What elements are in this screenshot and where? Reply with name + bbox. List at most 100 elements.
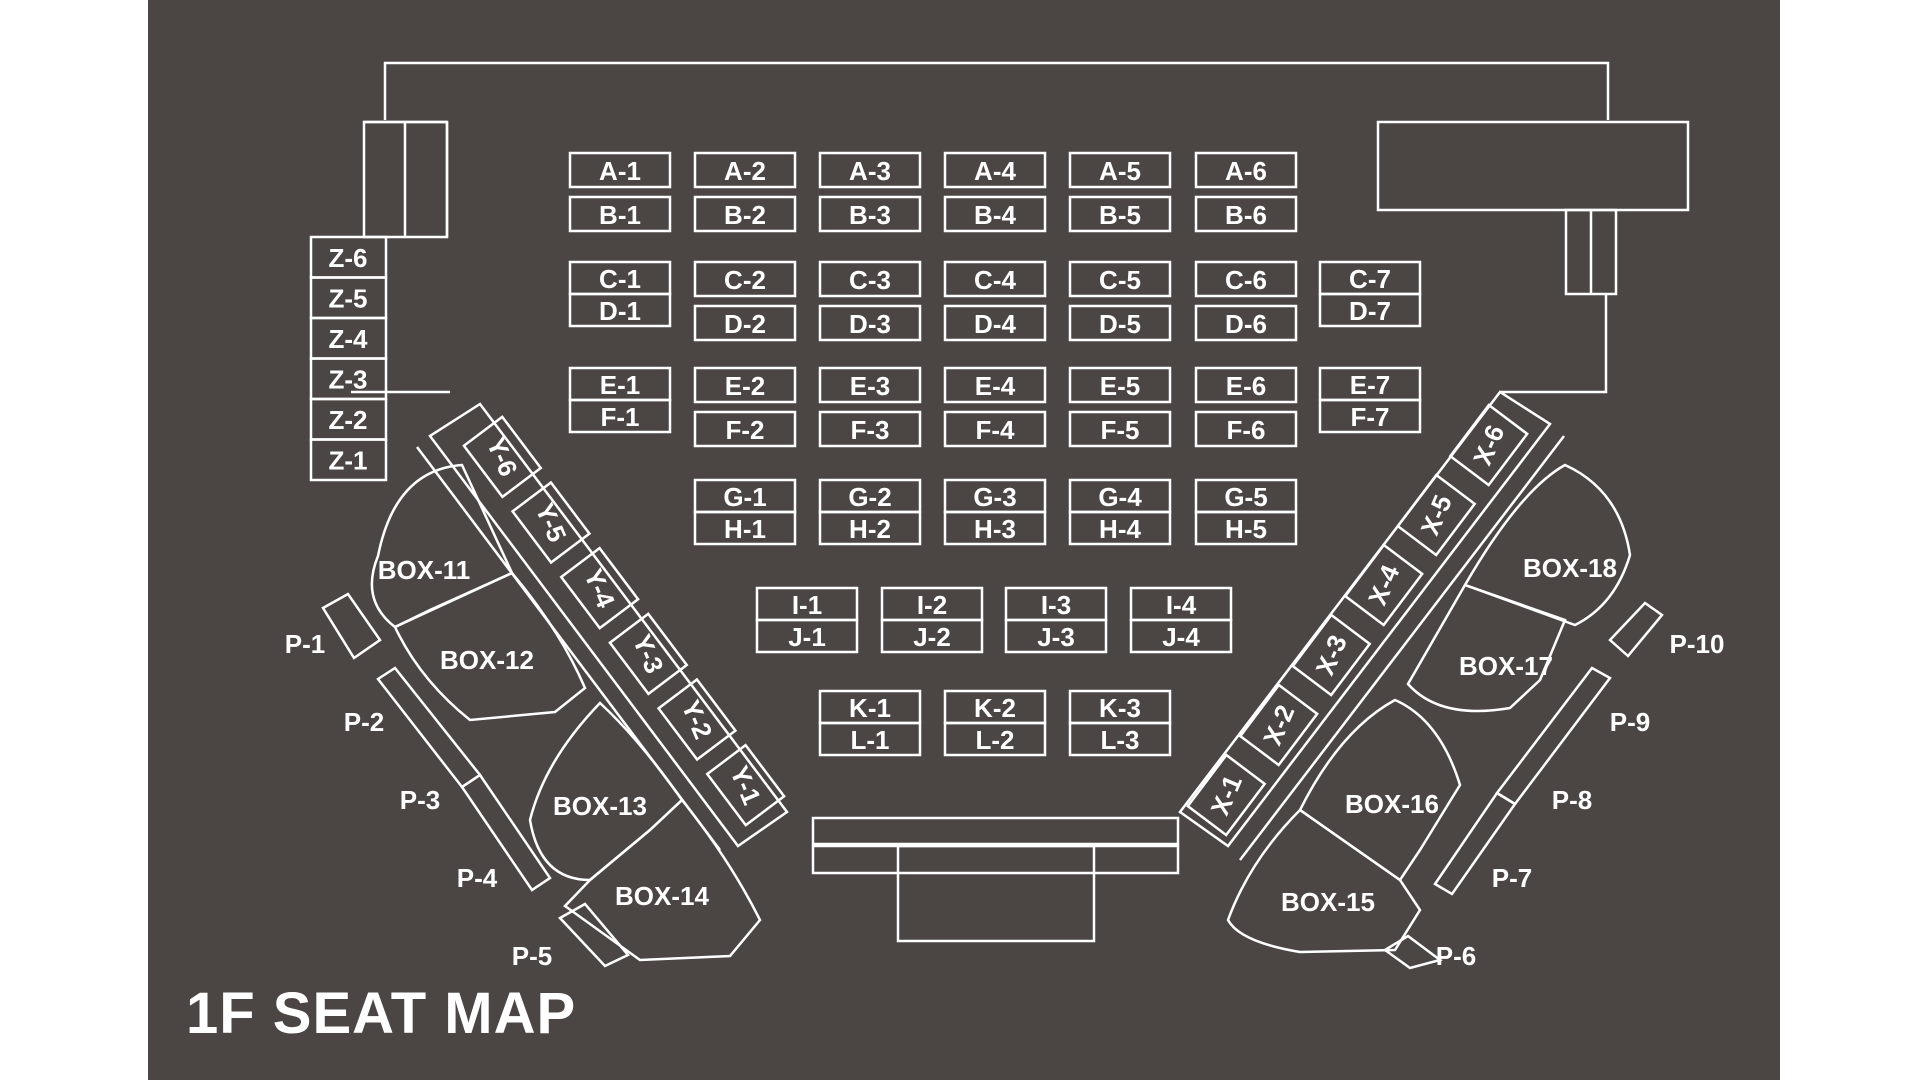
box-box-12-label[interactable]: BOX-12	[440, 645, 534, 675]
seat-c-2[interactable]: C-2	[724, 265, 766, 295]
seat-i-2[interactable]: I-2	[917, 590, 947, 620]
seat-block-c-6-d-6[interactable]: C-6D-6	[1194, 260, 1298, 342]
seat-f-5[interactable]: F-5	[1101, 415, 1140, 445]
seat-x-2-label[interactable]: X-2	[1257, 701, 1300, 750]
seat-p-1[interactable]: P-1	[285, 592, 382, 660]
seat-f-4[interactable]: F-4	[976, 415, 1016, 445]
seat-h-2[interactable]: H-2	[849, 514, 891, 544]
seat-p-6-label[interactable]: P-6	[1436, 941, 1476, 971]
seat-p-4[interactable]: P-4	[457, 863, 498, 893]
seat-block-a-3-b-3[interactable]: A-3B-3	[818, 151, 922, 233]
seat-c-3[interactable]: C-3	[849, 265, 891, 295]
box-box-11-label[interactable]: BOX-11	[378, 555, 471, 585]
box-box-18-label[interactable]: BOX-18	[1523, 553, 1617, 583]
seat-b-3[interactable]: B-3	[849, 200, 891, 230]
seat-p-10-label[interactable]: P-10	[1670, 629, 1725, 659]
seat-p-5-label[interactable]: P-5	[512, 941, 552, 971]
seat-z-1-label[interactable]: Z-1	[329, 446, 368, 476]
seat-z-6[interactable]: Z-6	[309, 235, 388, 279]
seat-p-8-label[interactable]: P-8	[1552, 785, 1592, 815]
seat-y-2-label[interactable]: Y-2	[676, 696, 719, 744]
seat-z-4[interactable]: Z-4	[309, 316, 388, 360]
seat-i-1[interactable]: I-1	[792, 590, 822, 620]
seat-e-6[interactable]: E-6	[1226, 371, 1266, 401]
seat-g-3[interactable]: G-3	[973, 482, 1016, 512]
seat-block-e-1-f-1[interactable]: E-1F-1	[568, 366, 672, 434]
seat-p-3[interactable]: P-3	[400, 773, 552, 892]
seat-l-1[interactable]: L-1	[851, 725, 890, 755]
box-area-box-13[interactable]: BOX-13	[528, 701, 684, 882]
seat-c-1[interactable]: C-1	[599, 264, 641, 294]
box-box-15-label[interactable]: BOX-15	[1281, 887, 1375, 917]
seat-l-3[interactable]: L-3	[1101, 725, 1140, 755]
seat-a-4[interactable]: A-4	[974, 156, 1016, 186]
seat-y-4[interactable]: Y-4	[559, 546, 640, 630]
seat-f-7[interactable]: F-7	[1351, 402, 1390, 432]
seat-p-9[interactable]: P-9	[1610, 707, 1650, 737]
seat-j-2[interactable]: J-2	[913, 622, 951, 652]
seat-a-1[interactable]: A-1	[599, 156, 641, 186]
seat-j-1[interactable]: J-1	[788, 622, 826, 652]
seat-block-c-7-d-7[interactable]: C-7D-7	[1318, 260, 1422, 328]
seat-y-5-label[interactable]: Y-5	[530, 499, 573, 547]
seat-block-i-3-j-3[interactable]: I-3J-3	[1004, 586, 1108, 654]
seat-g-5[interactable]: G-5	[1224, 482, 1267, 512]
seat-d-2[interactable]: D-2	[724, 309, 766, 339]
seat-g-1[interactable]: G-1	[723, 482, 766, 512]
seat-x-5[interactable]: X-5	[1396, 473, 1477, 557]
seat-z-5-label[interactable]: Z-5	[329, 284, 368, 314]
seat-d-6[interactable]: D-6	[1225, 309, 1267, 339]
seat-b-2[interactable]: B-2	[724, 200, 766, 230]
seat-block-e-7-f-7[interactable]: E-7F-7	[1318, 366, 1422, 434]
seat-d-7[interactable]: D-7	[1349, 296, 1391, 326]
seat-p-4-label[interactable]: P-4	[457, 863, 498, 893]
seat-x-6[interactable]: X-6	[1448, 403, 1529, 487]
seat-f-3[interactable]: F-3	[851, 415, 890, 445]
seat-z-2[interactable]: Z-2	[309, 397, 388, 441]
box-area-box-17[interactable]: BOX-17	[1406, 583, 1567, 713]
box-area-box-18[interactable]: BOX-18	[1463, 463, 1632, 627]
seat-block-g-2-h-2[interactable]: G-2H-2	[818, 478, 922, 546]
seat-block-c-3-d-3[interactable]: C-3D-3	[818, 260, 922, 342]
seat-p-7-label[interactable]: P-7	[1492, 863, 1532, 893]
seat-k-1[interactable]: K-1	[849, 693, 891, 723]
seat-x-4[interactable]: X-4	[1343, 543, 1424, 627]
seat-g-2[interactable]: G-2	[848, 482, 891, 512]
seat-block-g-4-h-4[interactable]: G-4H-4	[1068, 478, 1172, 546]
seat-p-5[interactable]: P-5	[512, 902, 630, 971]
box-area-box-15[interactable]: BOX-15	[1226, 808, 1422, 954]
seat-e-4[interactable]: E-4	[975, 371, 1016, 401]
seat-c-5[interactable]: C-5	[1099, 265, 1141, 295]
seat-p-2[interactable]: P-2	[344, 666, 482, 789]
seat-z-6-label[interactable]: Z-6	[329, 243, 368, 273]
seat-e-2[interactable]: E-2	[725, 371, 765, 401]
seat-y-5[interactable]: Y-5	[510, 480, 592, 565]
seat-y-3-label[interactable]: Y-3	[627, 630, 670, 678]
seat-block-a-5-b-5[interactable]: A-5B-5	[1068, 151, 1172, 233]
seat-a-6[interactable]: A-6	[1225, 156, 1267, 186]
box-area-box-12[interactable]: BOX-12	[393, 571, 587, 722]
seat-block-e-6-f-6[interactable]: E-6F-6	[1194, 366, 1298, 448]
seat-block-a-2-b-2[interactable]: A-2B-2	[693, 151, 797, 233]
box-area-box-11[interactable]: BOX-11	[370, 463, 514, 629]
seat-z-2-label[interactable]: Z-2	[329, 405, 368, 435]
seat-p-10[interactable]: P-10	[1608, 601, 1725, 659]
seat-p-3-label[interactable]: P-3	[400, 785, 440, 815]
seat-p-8[interactable]: P-8	[1495, 666, 1612, 815]
seat-y-6[interactable]: Y-6	[462, 415, 543, 499]
seat-p-9-label[interactable]: P-9	[1610, 707, 1650, 737]
seat-c-6[interactable]: C-6	[1225, 265, 1267, 295]
seat-block-c-4-d-4[interactable]: C-4D-4	[943, 260, 1047, 342]
box-box-14-label[interactable]: BOX-14	[615, 881, 709, 911]
seat-y-1-label[interactable]: Y-1	[724, 761, 767, 809]
seat-g-4[interactable]: G-4	[1098, 482, 1142, 512]
seat-block-e-3-f-3[interactable]: E-3F-3	[818, 366, 922, 448]
seat-p-7[interactable]: P-7	[1433, 791, 1532, 896]
seat-block-a-4-b-4[interactable]: A-4B-4	[943, 151, 1047, 233]
seat-x-1-label[interactable]: X-1	[1205, 771, 1248, 820]
seat-a-2[interactable]: A-2	[724, 156, 766, 186]
seat-z-4-label[interactable]: Z-4	[329, 324, 369, 354]
seat-l-2[interactable]: L-2	[976, 725, 1015, 755]
seat-a-5[interactable]: A-5	[1099, 156, 1141, 186]
seat-b-6[interactable]: B-6	[1225, 200, 1267, 230]
